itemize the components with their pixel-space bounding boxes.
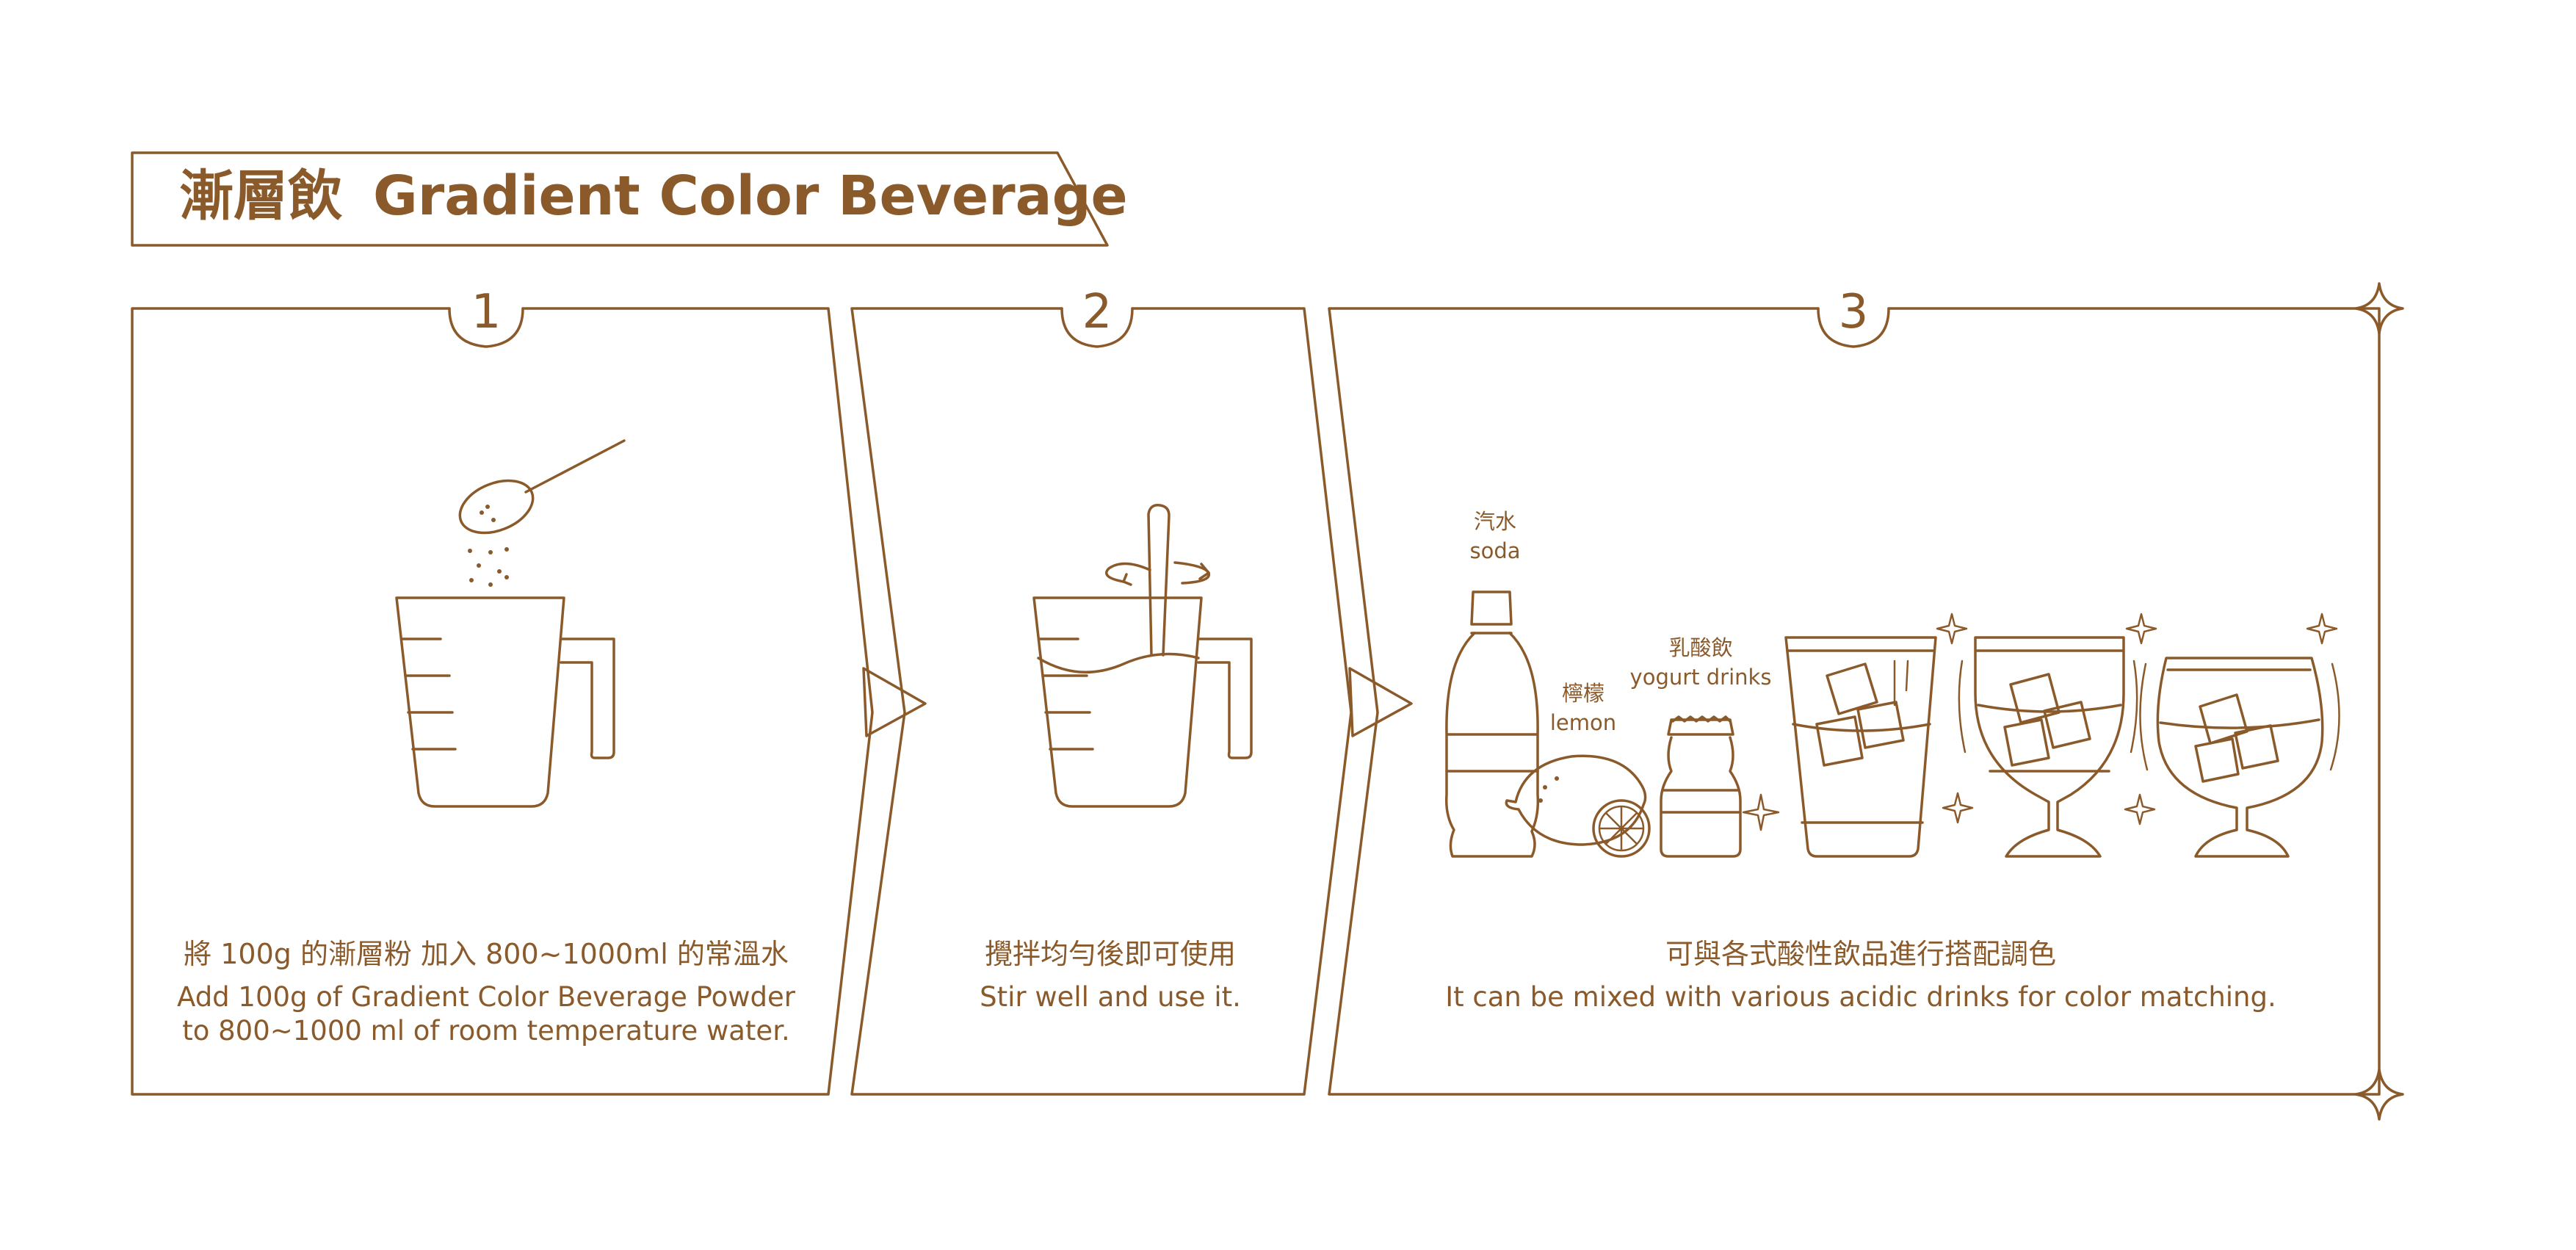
stir-stick-icon <box>1147 504 1171 657</box>
yogurt-label-en: yogurt drinks <box>1630 665 1772 690</box>
step-1-caption-en-1: Add 100g of Gradient Color Beverage Powd… <box>177 981 796 1013</box>
soda-label-en: soda <box>1469 538 1520 563</box>
sparkle-icon <box>2354 1068 2404 1121</box>
yogurt-label-zh: 乳酸飲 <box>1668 635 1732 660</box>
sparkle-icon <box>1742 793 1780 831</box>
sparkle-icon <box>2354 282 2404 335</box>
sparkle-icon <box>1942 792 1974 824</box>
soda-label-zh: 汽水 <box>1474 509 1516 534</box>
step-3-caption-en: It can be mixed with various acidic drin… <box>1445 981 2276 1013</box>
yogurt-bottle-icon <box>1660 715 1742 858</box>
sparkle-icon <box>1936 613 1968 645</box>
goblet-icon <box>1958 636 2138 858</box>
step-2-panel: 2 攪拌均勻後即可使用 Stir well and use it. <box>850 285 1353 1096</box>
lemon-label-zh: 檸檬 <box>1562 681 1604 706</box>
step-2-caption-en: Stir well and use it. <box>980 981 1241 1013</box>
step-2-caption-zh: 攪拌均勻後即可使用 <box>985 938 1236 970</box>
step-3-panel: 3 汽水 soda 檸檬 lemon 乳酸飲 yogurt drinks <box>1328 282 2404 1121</box>
title-en: Gradient Color Beverage <box>373 165 1128 228</box>
sparkle-icon <box>2125 613 2157 645</box>
step-1-caption-zh: 將 100g 的漸層粉 加入 800~1000ml 的常溫水 <box>184 938 789 970</box>
step-2-number: 2 <box>1082 285 1112 339</box>
step-1-caption-en-2: to 800~1000 ml of room temperature water… <box>182 1015 790 1047</box>
soda-bottle-icon <box>1444 590 1540 858</box>
lemon-label-en: lemon <box>1550 710 1616 735</box>
title-banner: 漸層飲 Gradient Color Beverage <box>131 151 1128 247</box>
title-zh: 漸層飲 <box>179 165 343 228</box>
rotate-arrows-icon <box>1105 561 1211 586</box>
measuring-cup-icon <box>395 596 615 808</box>
step-1-number: 1 <box>471 285 502 339</box>
lemon-icon <box>1505 754 1651 858</box>
sparkle-icon <box>2124 793 2156 825</box>
sparkle-icon <box>2306 613 2338 645</box>
arrow-right-icon <box>1348 667 1413 737</box>
spoon-icon <box>458 439 626 587</box>
step-3-number: 3 <box>1839 285 1869 339</box>
step-1-panel: 1 將 100g 的漸層粉 加入 800~1000ml 的常 <box>131 285 874 1096</box>
arrow-right-icon <box>862 667 927 737</box>
measuring-cup-icon <box>1032 596 1253 808</box>
step-3-caption-zh: 可與各式酸性飲品進行搭配調色 <box>1665 938 2056 970</box>
tall-glass-icon <box>1784 636 1937 858</box>
wine-glass-icon <box>2139 657 2340 858</box>
